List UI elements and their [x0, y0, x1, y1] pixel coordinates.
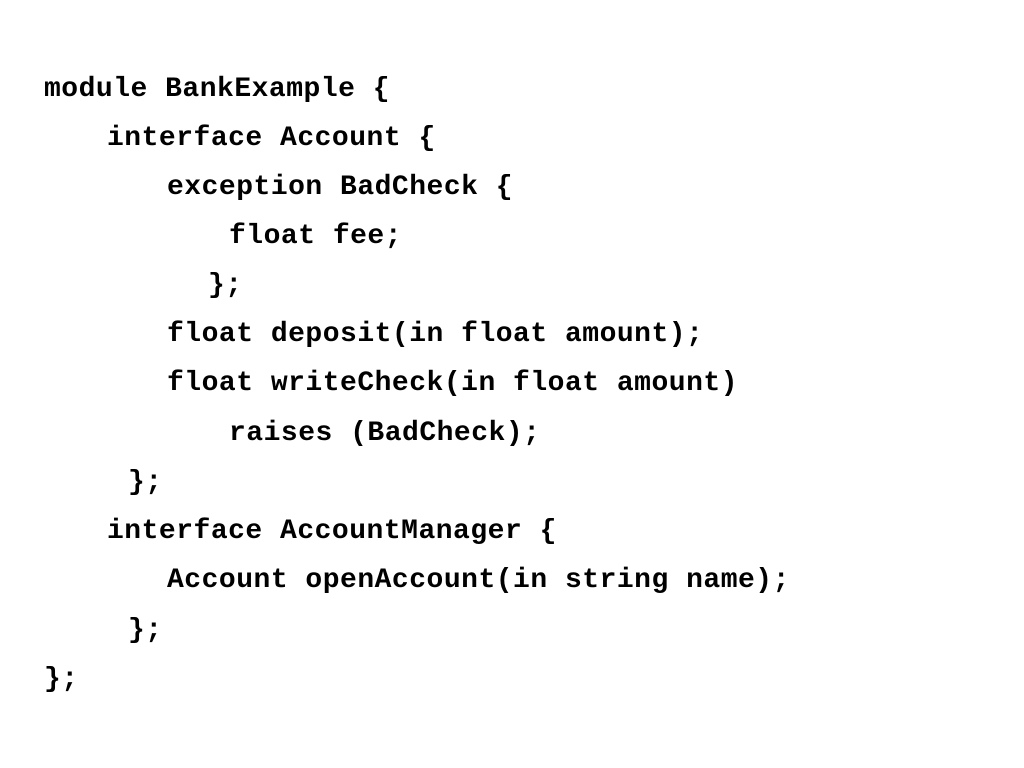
- code-line-module: module BankExample {: [44, 74, 391, 105]
- code-line-deposit: float deposit(in float amount);: [167, 319, 704, 350]
- code-line-accountmanager-close: };: [128, 615, 163, 646]
- code-line-interface-accountmanager: interface AccountManager {: [107, 516, 557, 547]
- code-line-account-close: };: [128, 467, 163, 498]
- code-line-writecheck: float writeCheck(in float amount): [167, 368, 738, 399]
- code-line-exception: exception BadCheck {: [167, 172, 514, 203]
- code-line-fee: float fee;: [229, 221, 403, 252]
- code-line-exception-close: };: [208, 270, 243, 301]
- code-line-module-close: };: [44, 664, 79, 695]
- code-line-raises: raises (BadCheck);: [229, 418, 541, 449]
- code-line-openaccount: Account openAccount(in string name);: [167, 565, 790, 596]
- code-line-interface-account: interface Account {: [107, 123, 436, 154]
